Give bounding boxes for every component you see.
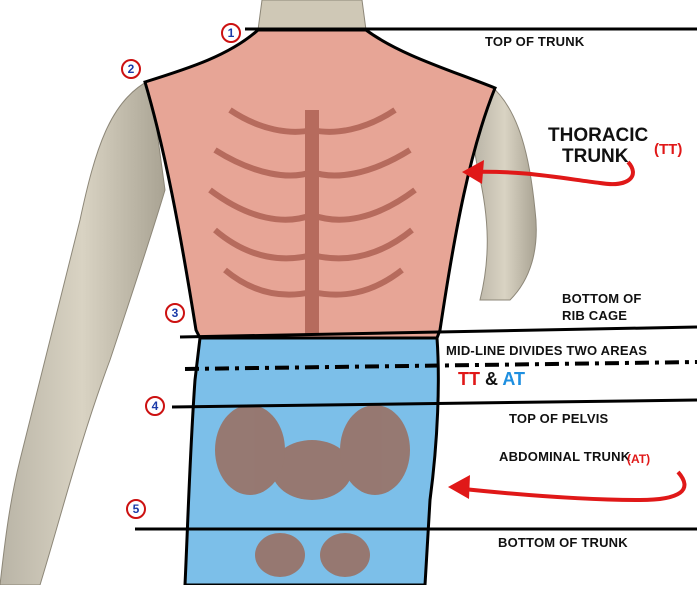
abdominal-arrow [454,472,684,500]
label-tt: TT [458,369,480,389]
label-top-of-trunk: TOP OF TRUNK [485,34,584,49]
marker-2: 2 [121,59,141,79]
abdominal-arrowhead [448,475,470,499]
label-thoracic-abbr: (TT) [654,141,682,158]
label-tt-and-at: TT & AT [458,369,525,390]
label-thoracic-line2: TRUNK [562,146,629,168]
label-midline: MID-LINE DIVIDES TWO AREAS [446,343,647,358]
label-amp: & [485,369,498,389]
marker-5: 5 [126,499,146,519]
neck [258,0,366,30]
label-thoracic-line1: THORACIC [548,125,648,147]
label-bottom-of-trunk: BOTTOM OF TRUNK [498,535,628,550]
marker-4: 4 [145,396,165,416]
marker-1: 1 [221,23,241,43]
label-bottom-of-rib-cage-2: RIB CAGE [562,308,627,323]
label-at: AT [502,369,525,389]
marker-3: 3 [165,303,185,323]
label-bottom-of-rib-cage-1: BOTTOM OF [562,291,642,306]
label-abdominal-trunk: ABDOMINAL TRUNK [499,449,630,464]
label-top-of-pelvis: TOP OF PELVIS [509,411,608,426]
label-abdominal-abbr: (AT) [627,452,650,466]
